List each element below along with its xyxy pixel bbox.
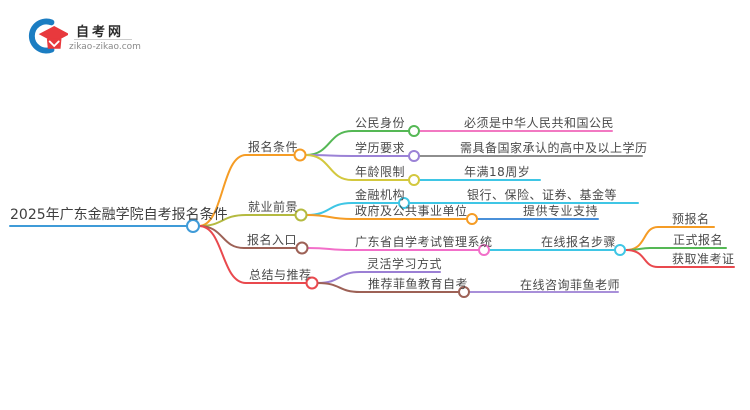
summary-recommendation-label: 总结与推荐 xyxy=(249,268,312,282)
root-node-label: 2025年广东金融学院自考报名条件 xyxy=(10,207,228,223)
edge-summary-recommendation xyxy=(198,225,307,284)
root-node-circle xyxy=(186,219,200,233)
registration-entrance-label: 报名入口 xyxy=(247,233,298,247)
get-admission-ticket-label: 获取准考证 xyxy=(672,252,735,266)
education-requirement-label: 学历要求 xyxy=(355,141,406,155)
edge-registration-conditions xyxy=(198,154,295,227)
site-logo-domain: zikao-zikao.com xyxy=(69,42,141,52)
government-units-circle xyxy=(466,213,478,225)
edge-age-limit xyxy=(305,154,409,181)
age-limit-detail-label: 年满18周岁 xyxy=(464,165,531,179)
edge-management-system xyxy=(307,247,479,251)
management-system-label: 广东省自学考试管理系统 xyxy=(355,235,493,249)
financial-institutions-detail-label: 银行、保险、证券、基金等 xyxy=(467,188,618,202)
financial-institutions-circle xyxy=(398,197,410,209)
age-limit-circle xyxy=(408,174,420,186)
education-requirement-circle xyxy=(408,150,420,162)
citizen-identity-label: 公民身份 xyxy=(355,116,406,130)
online-steps-label: 在线报名步骤 xyxy=(541,235,617,249)
registration-conditions-label: 报名条件 xyxy=(248,140,299,154)
recommend-feiyu-circle xyxy=(458,286,470,298)
summary-recommendation-circle xyxy=(305,276,319,290)
age-limit-label: 年龄限制 xyxy=(355,165,406,179)
graduation-cap-icon xyxy=(28,18,68,54)
financial-institutions-label: 金融机构 xyxy=(355,188,406,202)
edge-formal-registration xyxy=(625,247,727,251)
employment-prospects-label: 就业前景 xyxy=(248,200,299,214)
registration-entrance-circle xyxy=(295,241,309,255)
edge-registration-entrance xyxy=(198,225,297,249)
site-logo[interactable]: 自考网 zikao-zikao.com xyxy=(24,16,164,60)
formal-registration-label: 正式报名 xyxy=(673,233,724,247)
recommend-feiyu-label: 推荐菲鱼教育自考 xyxy=(368,277,469,291)
logo-divider xyxy=(74,39,132,40)
site-logo-title: 自考网 xyxy=(76,25,125,40)
citizen-identity-detail-label: 必须是中华人民共和国公民 xyxy=(464,116,615,130)
citizen-identity-circle xyxy=(408,125,420,137)
education-requirement-detail-label: 需具备国家承认的高中及以上学历 xyxy=(460,141,648,155)
edge-employment-prospects xyxy=(198,214,296,227)
edge-government-units xyxy=(306,214,467,220)
management-system-circle xyxy=(478,244,490,256)
edge-recommend-feiyu xyxy=(317,282,459,293)
registration-conditions-circle xyxy=(293,148,307,162)
pre-registration-label: 预报名 xyxy=(672,212,710,226)
government-units-detail-label: 提供专业支持 xyxy=(523,204,599,218)
employment-prospects-circle xyxy=(294,208,308,222)
consult-feiyu-label: 在线咨询菲鱼老师 xyxy=(520,278,621,292)
government-units-label: 政府及公共事业单位 xyxy=(355,204,468,218)
flexible-learning-label: 灵活学习方式 xyxy=(367,257,443,271)
edge-get-admission-ticket xyxy=(625,249,735,268)
online-steps-circle xyxy=(614,244,626,256)
edge-education-requirement xyxy=(305,154,409,157)
